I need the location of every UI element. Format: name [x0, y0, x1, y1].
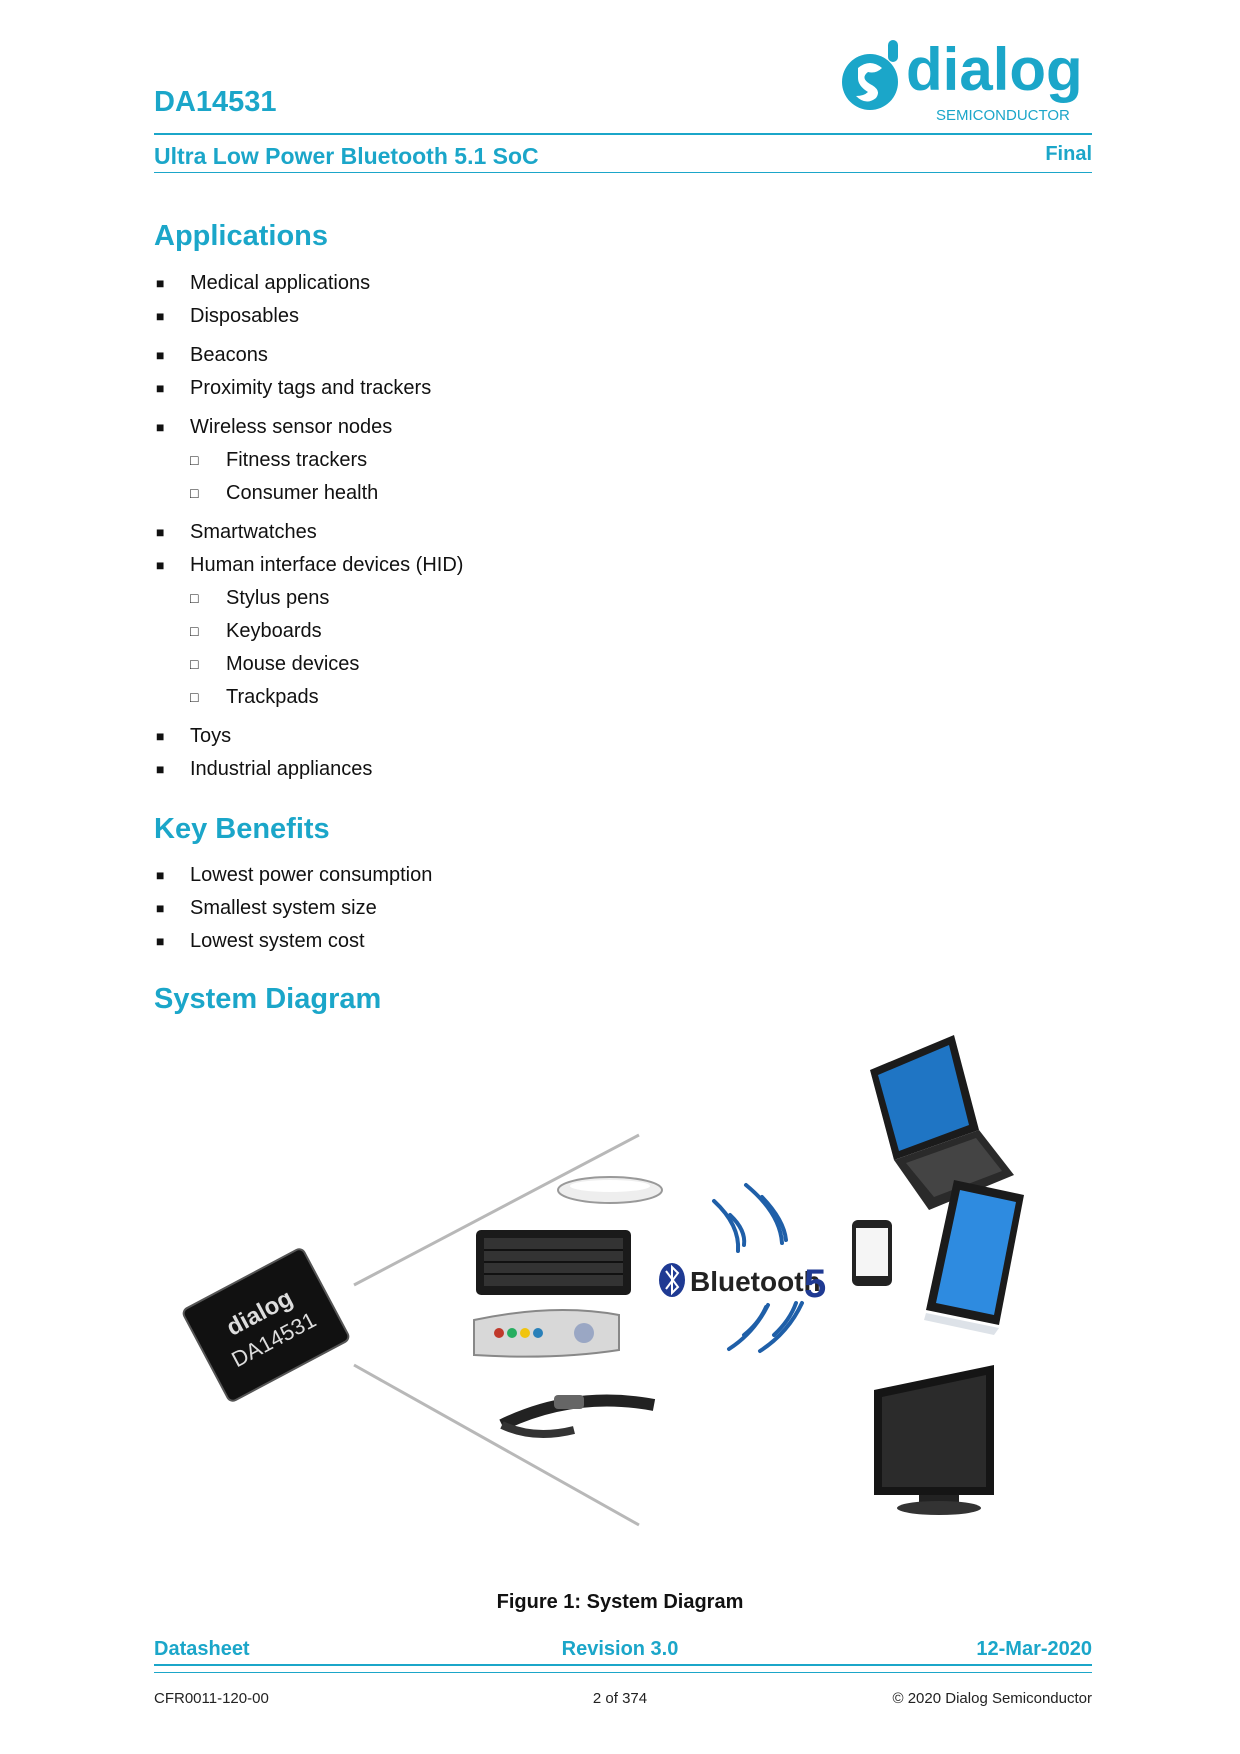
list-item: □ Stylus pens: [154, 587, 1054, 610]
list-item: ■ Disposables: [154, 305, 1054, 328]
list-item: □ Fitness trackers: [154, 449, 1054, 472]
list-item-label: Medical applications: [190, 272, 371, 294]
dialog-logo: dialog SEMICONDUCTOR: [842, 38, 1083, 122]
document-status: Final: [1045, 143, 1092, 165]
list-item-label: Industrial appliances: [190, 758, 373, 780]
bluetooth-version: 5: [804, 1262, 826, 1306]
mouse-device-image: [557, 1176, 663, 1204]
list-item-label: Beacons: [190, 344, 268, 366]
square-bullet-icon: ■: [156, 524, 165, 540]
square-bullet-icon: ■: [156, 308, 165, 324]
list-item: ■ Toys: [154, 725, 1054, 748]
list-item: ■ Beacons: [154, 344, 1054, 367]
list-item-label: Stylus pens: [226, 587, 330, 609]
square-bullet-icon: ■: [156, 557, 165, 573]
figure-caption: Figure 1: System Diagram: [496, 1591, 744, 1613]
keyboard-device-image: [476, 1230, 631, 1295]
hollow-square-bullet-icon: □: [190, 452, 199, 468]
key-benefits-heading: Key Benefits: [154, 813, 330, 845]
list-item: ■ Smallest system size: [154, 897, 1054, 920]
fitness-strap-image: [499, 1394, 656, 1438]
list-item: ■ Wireless sensor nodes: [154, 416, 1054, 439]
square-bullet-icon: ■: [156, 275, 165, 291]
tablet-image: [924, 1180, 1024, 1335]
list-item-label: Keyboards: [226, 620, 322, 642]
list-item-label: Smallest system size: [190, 897, 377, 919]
square-bullet-icon: ■: [156, 347, 165, 363]
hollow-square-bullet-icon: □: [190, 656, 199, 672]
list-item: □ Consumer health: [154, 482, 1054, 505]
list-item: ■ Industrial appliances: [154, 758, 1054, 781]
footer-date: 12-Mar-2020: [976, 1638, 1092, 1660]
square-bullet-icon: ■: [156, 933, 165, 949]
system-diagram-figure: dialog DA14531: [182, 1035, 1024, 1527]
list-item-label: Lowest power consumption: [190, 864, 433, 886]
bluetooth-logo: Bluetooth 5: [659, 1262, 826, 1306]
smartphone-image: [852, 1220, 892, 1286]
chip-package: dialog DA14531: [182, 1248, 350, 1402]
hollow-square-bullet-icon: □: [190, 590, 199, 606]
hollow-square-bullet-icon: □: [190, 485, 199, 501]
list-item: ■ Medical applications: [154, 272, 1054, 295]
footer-rule: [154, 1664, 1092, 1666]
applications-heading: Applications: [154, 220, 329, 252]
list-item: □ Mouse devices: [154, 653, 1054, 676]
list-item-label: Toys: [190, 725, 232, 747]
dialog-logo-mark: [842, 40, 898, 110]
key-benefits-list: ■ Lowest power consumption ■ Smallest syst…: [154, 864, 1054, 953]
hollow-square-bullet-icon: □: [190, 623, 199, 639]
list-item: ■ Lowest power consumption: [154, 864, 1054, 887]
list-item: ■ Smartwatches: [154, 521, 1054, 544]
remote-control-image: [473, 1309, 620, 1358]
list-item-label: Smartwatches: [190, 521, 317, 543]
television-image: [874, 1365, 994, 1515]
footer-doc-type: Datasheet: [154, 1638, 250, 1660]
footer-revision: Revision 3.0: [561, 1638, 679, 1660]
connector-line-bottom: [353, 1363, 640, 1527]
document-subtitle: Ultra Low Power Bluetooth 5.1 SoC: [154, 143, 539, 169]
list-item-label: Proximity tags and trackers: [190, 377, 432, 399]
hollow-square-bullet-icon: □: [190, 689, 199, 705]
square-bullet-icon: ■: [156, 867, 165, 883]
list-item-label: Fitness trackers: [226, 449, 368, 471]
laptop-image: [870, 1035, 1014, 1210]
dialog-logo-wordmark: dialog: [906, 38, 1083, 103]
list-item-label: Disposables: [190, 305, 299, 327]
list-item-label: Trackpads: [226, 686, 319, 708]
bluetooth-wordmark: Bluetooth: [690, 1266, 821, 1297]
square-bullet-icon: ■: [156, 728, 165, 744]
header-rule-top: [154, 133, 1092, 135]
applications-list: ■ Medical applications ■ Disposables ■ Beac…: [154, 272, 1054, 781]
connector-line-top: [353, 1133, 640, 1287]
dialog-logo-subtext: SEMICONDUCTOR: [936, 107, 1070, 122]
square-bullet-icon: ■: [156, 419, 165, 435]
list-item: □ Keyboards: [154, 620, 1054, 643]
bluetooth-waves-icon: [712, 1183, 804, 1353]
footer-copyright: © 2020 Dialog Semiconductor: [892, 1690, 1093, 1707]
system-diagram-heading: System Diagram: [154, 983, 382, 1015]
square-bullet-icon: ■: [156, 900, 165, 916]
square-bullet-icon: ■: [156, 380, 165, 396]
document-title: DA14531: [154, 86, 277, 118]
square-bullet-icon: ■: [156, 761, 165, 777]
footer-doc-code: CFR0011-120-00: [154, 1690, 269, 1707]
list-item: ■ Human interface devices (HID): [154, 554, 1054, 577]
list-item: ■ Lowest system cost: [154, 930, 1054, 953]
list-item-label: Lowest system cost: [190, 930, 365, 952]
list-item: □ Trackpads: [154, 686, 1054, 709]
footer-page-number: 2 of 374: [592, 1690, 648, 1707]
list-item: ■ Proximity tags and trackers: [154, 377, 1054, 400]
list-item-label: Human interface devices (HID): [190, 554, 464, 576]
list-item-label: Mouse devices: [226, 653, 360, 675]
list-item-label: Wireless sensor nodes: [190, 416, 393, 438]
footer-rule-thin: [154, 1672, 1092, 1673]
header-rule-bottom: [154, 172, 1092, 173]
list-item-label: Consumer health: [226, 482, 379, 504]
